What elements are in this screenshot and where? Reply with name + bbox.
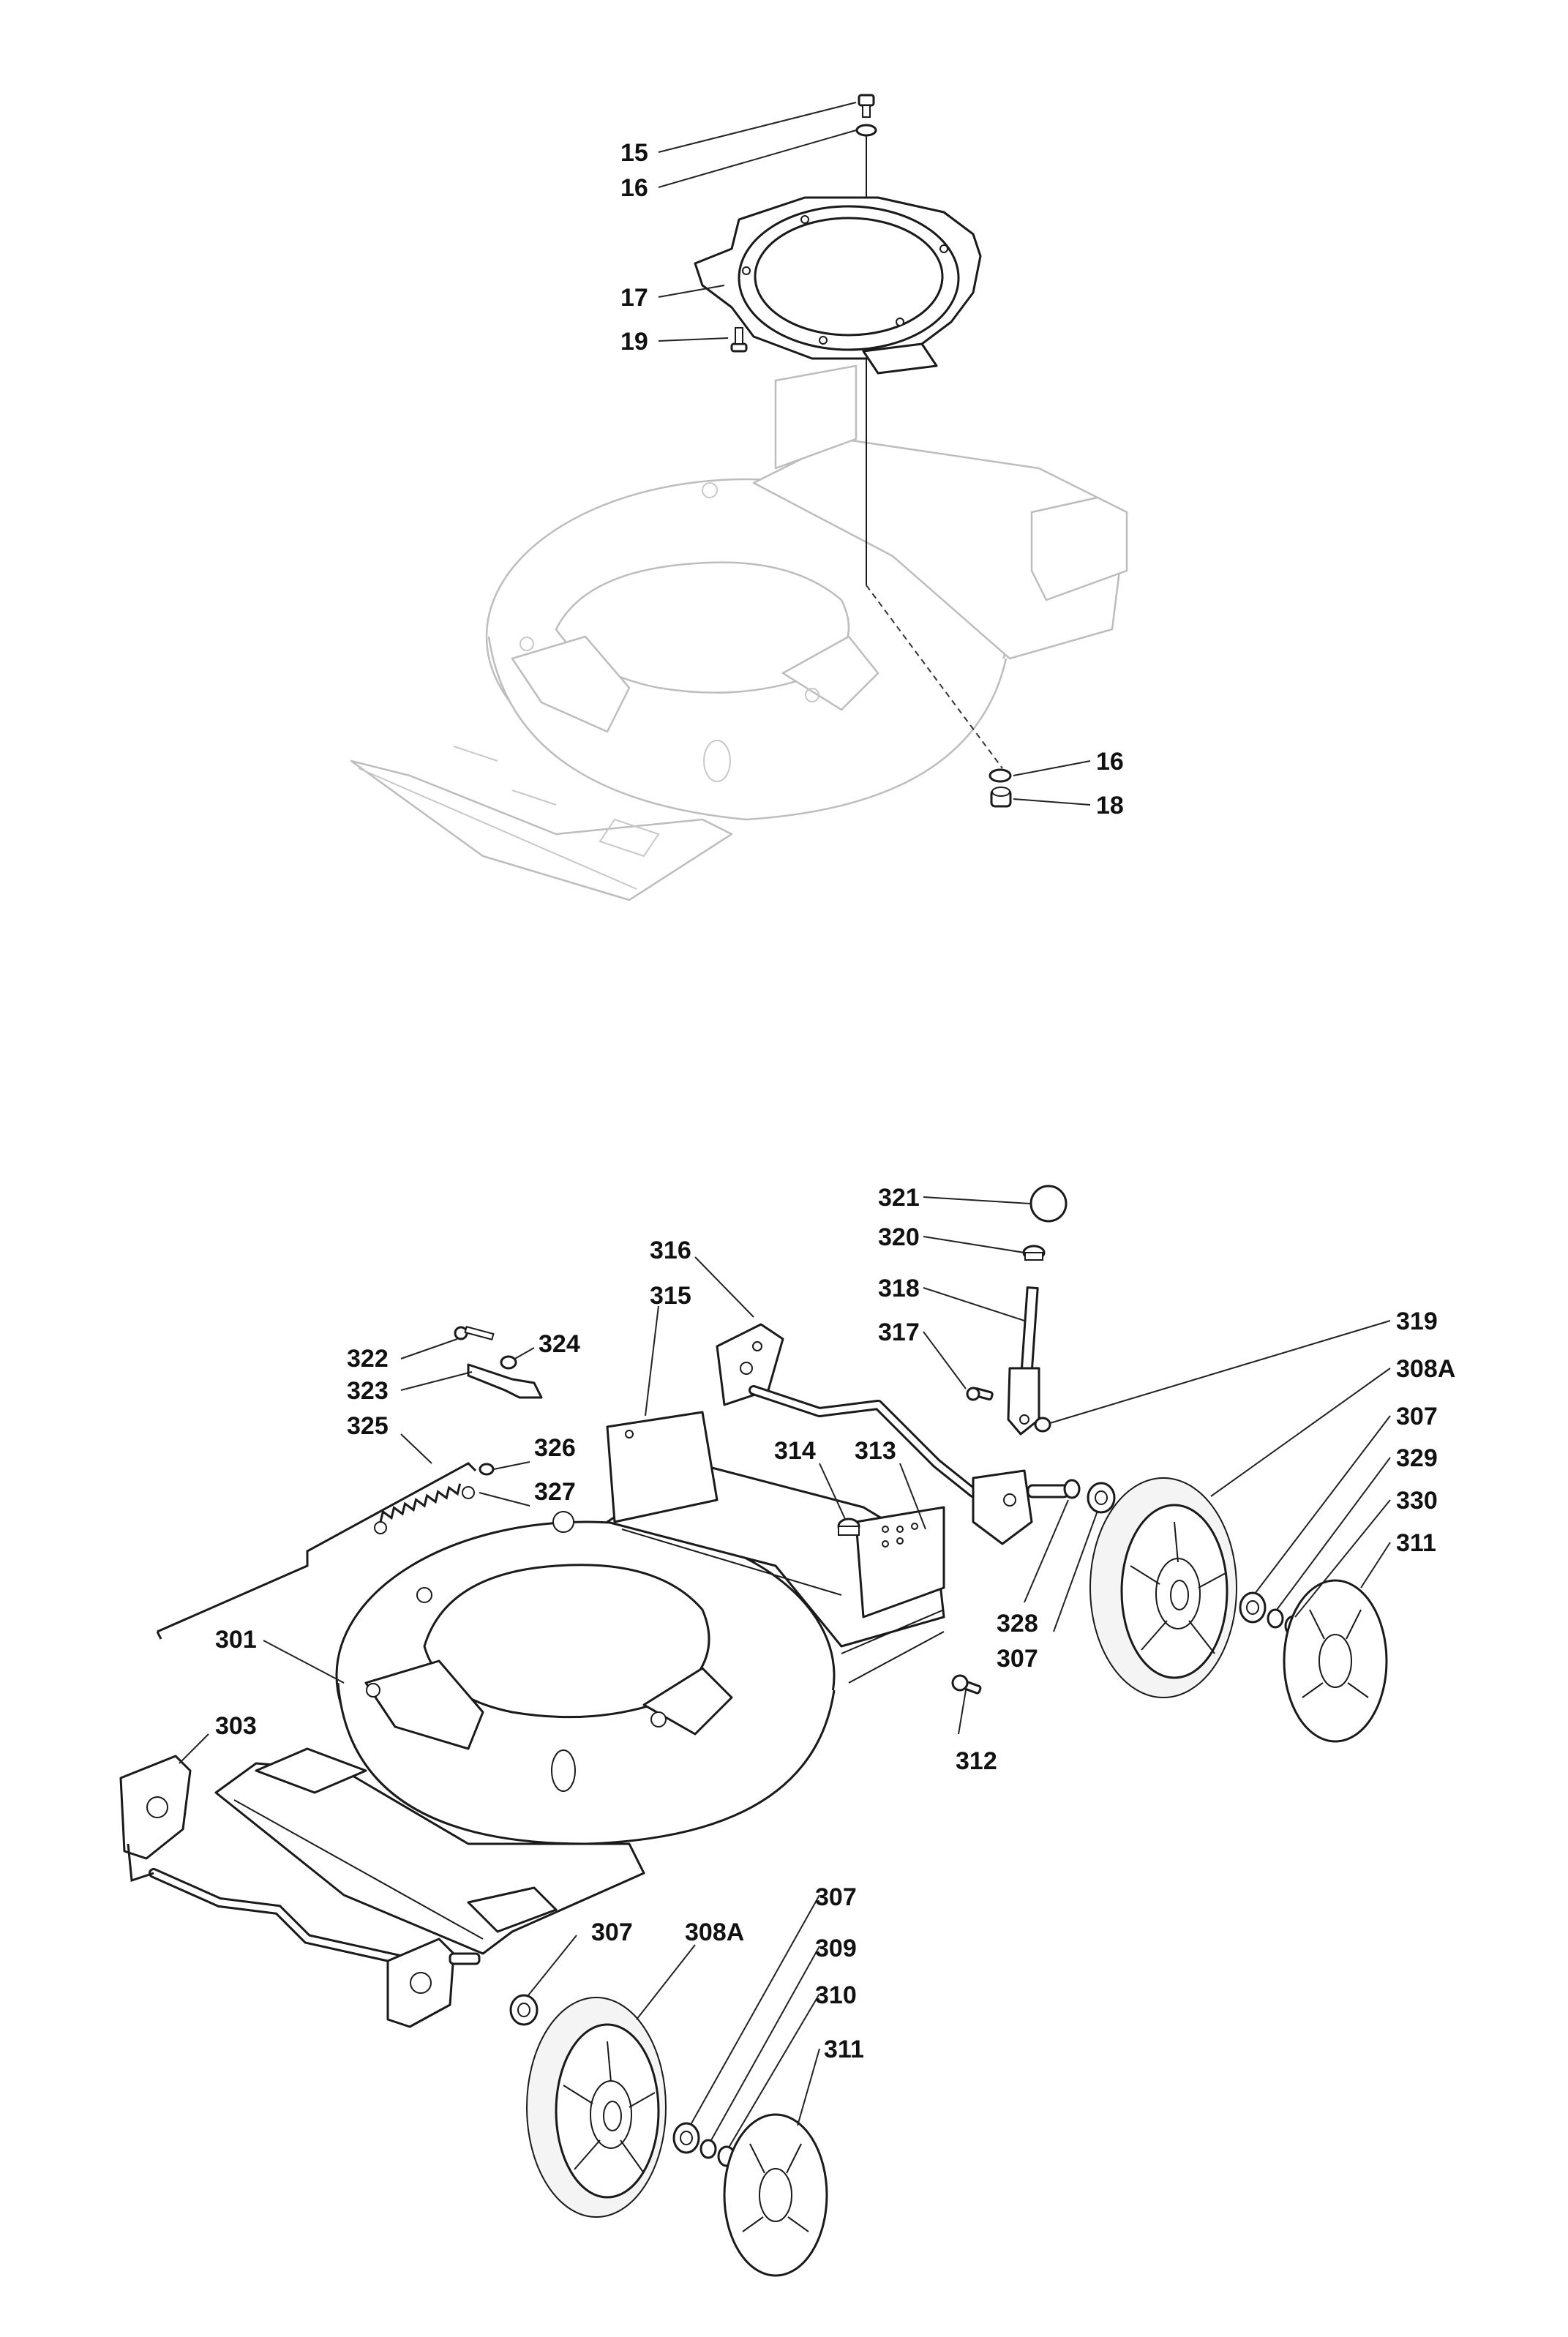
washer-324	[500, 1355, 517, 1370]
callout-307-rear-outer: 307	[1396, 1403, 1438, 1430]
height-lever-318	[1007, 1286, 1040, 1436]
washer-326	[479, 1463, 495, 1476]
bush-307-front-outer	[672, 2122, 700, 2154]
callout-15: 15	[620, 139, 648, 167]
callout-323: 323	[347, 1377, 389, 1405]
callout-322: 322	[347, 1345, 389, 1373]
callout-16-lower: 16	[1096, 748, 1124, 776]
callout-324: 324	[539, 1330, 580, 1358]
pin-322	[454, 1325, 495, 1341]
callout-327: 327	[534, 1478, 576, 1506]
callout-18: 18	[1096, 792, 1124, 819]
callout-307-front: 307	[591, 1918, 633, 1946]
top-assembly: 15 16 17 19 16 18	[350, 94, 1128, 901]
callout-319: 319	[1396, 1308, 1438, 1335]
callout-303: 303	[215, 1712, 257, 1740]
callout-321: 321	[878, 1184, 920, 1212]
washer-16	[855, 124, 877, 137]
nut-320	[1022, 1245, 1046, 1261]
callout-309: 309	[815, 1935, 857, 1962]
callout-329: 329	[1396, 1444, 1438, 1472]
callout-17: 17	[620, 284, 648, 312]
callout-310: 310	[815, 1981, 857, 2009]
callout-311-rear: 311	[1396, 1529, 1436, 1557]
spring-327	[374, 1483, 475, 1534]
callout-301: 301	[215, 1626, 257, 1654]
callout-314: 314	[774, 1437, 816, 1465]
washer-329	[1267, 1608, 1284, 1629]
bush-307-rear-outer	[1239, 1591, 1267, 1624]
ring-plate-17	[694, 196, 982, 375]
screw-19	[730, 327, 748, 353]
front-axle-303	[119, 1755, 481, 2028]
callout-308A-front: 308A	[685, 1918, 744, 1946]
callout-326: 326	[534, 1434, 576, 1462]
callout-315: 315	[650, 1282, 691, 1310]
bottom-assembly: 321 320 316 318 315 317 319 308A 322 324…	[119, 1184, 1455, 2277]
callout-316: 316	[650, 1237, 691, 1264]
rod-325	[157, 1462, 477, 1633]
nut-18	[990, 787, 1012, 808]
bolt-312	[951, 1674, 982, 1695]
callout-317: 317	[878, 1318, 920, 1346]
bolt-15	[858, 94, 875, 118]
washer-328	[1063, 1479, 1081, 1499]
callout-328: 328	[997, 1610, 1038, 1638]
callout-325: 325	[347, 1412, 389, 1440]
washer-309	[699, 2139, 717, 2159]
front-wheel-308A	[526, 1997, 667, 2218]
callout-318: 318	[878, 1275, 920, 1302]
callout-307-front-outer: 307	[815, 1883, 857, 1911]
bush-307-rear	[1087, 1482, 1116, 1514]
bracket-315	[606, 1411, 719, 1523]
bush-307-front	[509, 1994, 539, 2026]
alignment-dash-line	[866, 585, 1003, 769]
mower-deck-301	[214, 1411, 945, 1955]
callout-16: 16	[620, 174, 648, 202]
bolt-317	[966, 1387, 994, 1401]
callout-312: 312	[956, 1747, 997, 1775]
knob-321	[1029, 1185, 1068, 1223]
callout-320: 320	[878, 1223, 920, 1251]
nut-319	[1034, 1417, 1051, 1433]
washer-16-lower	[989, 768, 1012, 783]
callout-330: 330	[1396, 1487, 1438, 1515]
callout-311-front: 311	[824, 2036, 864, 2063]
hubcap-311-front	[723, 2113, 828, 2277]
nut-314	[837, 1518, 860, 1536]
rear-wheel-308A	[1089, 1477, 1237, 1698]
rear-axle-316	[716, 1323, 1070, 1545]
bracket-313	[855, 1506, 945, 1618]
callout-307-rear: 307	[997, 1645, 1038, 1673]
clip-323	[467, 1363, 543, 1399]
hubcap-311-rear	[1283, 1579, 1388, 1743]
callout-308A-rear: 308A	[1396, 1355, 1455, 1383]
callout-19: 19	[620, 328, 648, 356]
callout-313: 313	[855, 1437, 896, 1465]
ghost-deck	[350, 364, 1128, 901]
